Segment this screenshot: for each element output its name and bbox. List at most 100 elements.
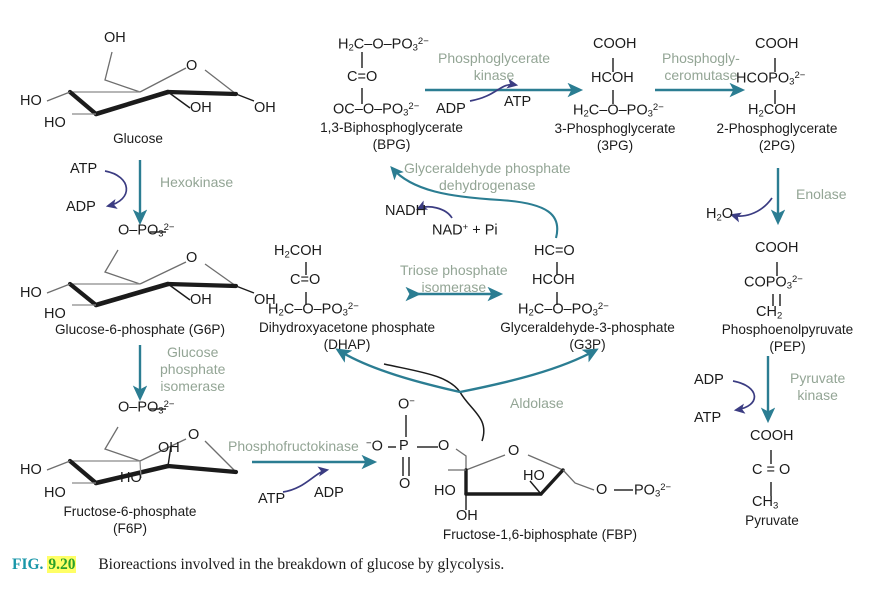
- fbp-ring-structure: [448, 454, 633, 510]
- pg2-label-line2: (2PG): [758, 138, 796, 153]
- atp-hexokinase: ATP: [70, 161, 98, 177]
- pgk-line1: Phosphoglycerate: [438, 50, 551, 66]
- f6p-ring-structure: [46, 426, 239, 486]
- g3p-line3: H2C–O–PO32−: [518, 301, 609, 319]
- g3p-line1: HC=O: [534, 243, 575, 259]
- pk-line1: Pyruvate: [790, 370, 846, 386]
- g6p-ring-oxygen: O: [186, 250, 198, 266]
- pk-line2: kinase: [797, 387, 838, 403]
- figure-number: 9.20: [47, 556, 77, 573]
- enzyme-glucose-phosphate-isomerase: Glucose phosphate isomerase: [160, 344, 225, 395]
- fbp-ho-right: HO: [523, 468, 545, 484]
- fbp-phosphate-o-minus-top: O−: [398, 396, 415, 413]
- f6p-ho-center: HO: [120, 470, 142, 486]
- glucose-ho-left: HO: [20, 93, 42, 109]
- pyruvate-line1: COOH: [750, 428, 794, 444]
- pg2-line1: COOH: [755, 36, 799, 52]
- adp-hexokinase: ADP: [66, 199, 96, 215]
- fbp-phosphate-o-minus-left: −O: [366, 438, 383, 455]
- g6p-label: Glucose-6-phosphate (G6P): [54, 322, 225, 337]
- g6p-oh-2: OH: [190, 292, 212, 308]
- atp-pgk: ATP: [504, 94, 532, 110]
- fbp-right-phosphate: PO32−: [634, 482, 672, 500]
- dhap-line1: H2COH: [274, 243, 323, 261]
- bpg-label-line1: 1,3-Biphosphoglycerate: [320, 120, 463, 135]
- enzyme-phosphofructokinase: Phosphofructokinase: [228, 438, 359, 454]
- figure-caption-text: Bioreactions involved in the breakdown o…: [98, 556, 505, 573]
- g6p-ring-structure: [46, 249, 255, 308]
- arrow-fbp-to-g3p: [459, 348, 599, 394]
- fbp-phosphorus-atom: P: [399, 438, 409, 454]
- pgm-line2: ceromutase: [664, 67, 738, 83]
- bpg-line2: C=O: [347, 69, 378, 85]
- arrow-nad-to-nadh: [416, 200, 453, 219]
- pyruvate-line2: C = O: [752, 462, 791, 478]
- pg2-label-line1: 2-Phosphoglycerate: [716, 121, 838, 136]
- dhap-line3: H2C–O–PO32−: [268, 301, 359, 319]
- gapdh-line1: Glyceraldehyde phosphate: [404, 160, 571, 176]
- f6p-ho-lower: HO: [44, 485, 66, 501]
- bpg-label-line2: (BPG): [372, 137, 411, 152]
- enzyme-aldolase: Aldolase: [510, 395, 564, 411]
- pg3-line2: HCOH: [591, 70, 634, 86]
- glucose-ho-lower: HO: [44, 115, 66, 131]
- pg2-line3: H2COH: [748, 102, 797, 120]
- arrow-adp-atp-pgk: [469, 78, 519, 102]
- glucose-oh-6: OH: [104, 30, 126, 46]
- arrow-fbp-to-dhap: [335, 348, 461, 394]
- g6p-oh-1: OH: [254, 292, 276, 308]
- g3p-label-line1: Glyceraldehyde-3-phosphate: [500, 320, 675, 335]
- arrow-adp-atp-pk: [732, 380, 756, 414]
- figure-caption: FIG. 9.20 Bioreactions involved in the b…: [12, 556, 504, 574]
- pyruvate-line3: CH3: [752, 494, 779, 512]
- adp-pyruvate-kinase: ADP: [694, 372, 724, 388]
- enzyme-hexokinase: Hexokinase: [160, 174, 234, 190]
- pg2-line2: HCOPO32−: [736, 70, 806, 88]
- nad-pi-label: NAD+ + Pi: [432, 222, 498, 239]
- water-label: H2O: [706, 206, 734, 224]
- enzyme-phosphoglyceromutase: Phosphogly- ceromutase: [662, 50, 740, 84]
- pg3-label-line2: (3PG): [596, 138, 634, 153]
- pgk-line2: kinase: [473, 67, 515, 83]
- fbp-label: Fructose-1,6-biphosphate (FBP): [442, 527, 638, 542]
- pep-line1: COOH: [755, 240, 799, 256]
- enzyme-enolase: Enolase: [796, 186, 847, 202]
- arrow-water-release: [729, 197, 773, 223]
- pg3-label-line1: 3-Phosphoglycerate: [554, 121, 676, 136]
- arrow-atp-adp-hexokinase: [104, 170, 128, 209]
- glucose-oh-2: OH: [190, 100, 212, 116]
- f6p-ho-left: HO: [20, 462, 42, 478]
- glucose-oh-1: OH: [254, 100, 276, 116]
- dhap-label-line2: (DHAP): [323, 337, 371, 352]
- f6p-phosphate-group: O–PO32−: [118, 399, 175, 417]
- adp-pfk: ADP: [314, 485, 344, 501]
- dhap-line2: C=O: [290, 272, 321, 288]
- fbp-ester-oxygen: O: [438, 438, 450, 454]
- pep-line3: CH2: [756, 304, 783, 322]
- tpi-line2: isomerase: [421, 279, 487, 295]
- dhap-label-line1: Dihydroxyacetone phosphate: [258, 320, 436, 335]
- glucose-label: Glucose: [113, 131, 163, 146]
- pgm-line1: Phosphogly-: [662, 50, 740, 66]
- fbp-ho-left: HO: [434, 483, 456, 499]
- g3p-line2: HCOH: [532, 272, 575, 288]
- g6p-ho-left: HO: [20, 285, 42, 301]
- f6p-label-line1: Fructose-6-phosphate: [63, 504, 197, 519]
- pyruvate-label: Pyruvate: [745, 513, 799, 528]
- fbp-ring-oxygen: O: [508, 443, 520, 459]
- glucose-ring-oxygen: O: [186, 58, 198, 74]
- pg3-line3: H2C–O–PO32−: [573, 102, 664, 120]
- f6p-ring-oxygen: O: [188, 427, 200, 443]
- enzyme-triose-phosphate-isomerase: Triose phosphate isomerase: [400, 262, 508, 296]
- bpg-line3: OC–O–PO32−: [333, 101, 420, 119]
- g3p-label-line2: (G3P): [569, 337, 606, 352]
- fbp-phosphate-group: [388, 415, 467, 476]
- gpi-line2: phosphate: [160, 361, 226, 377]
- enzyme-gapdh: Glyceraldehyde phosphate dehydrogenase: [404, 160, 571, 194]
- arrow-atp-adp-pfk: [282, 466, 330, 493]
- gpi-line3: isomerase: [160, 378, 225, 394]
- gpi-line1: Glucose: [167, 344, 219, 360]
- atp-pfk: ATP: [258, 491, 286, 507]
- g6p-ho-lower: HO: [44, 306, 66, 322]
